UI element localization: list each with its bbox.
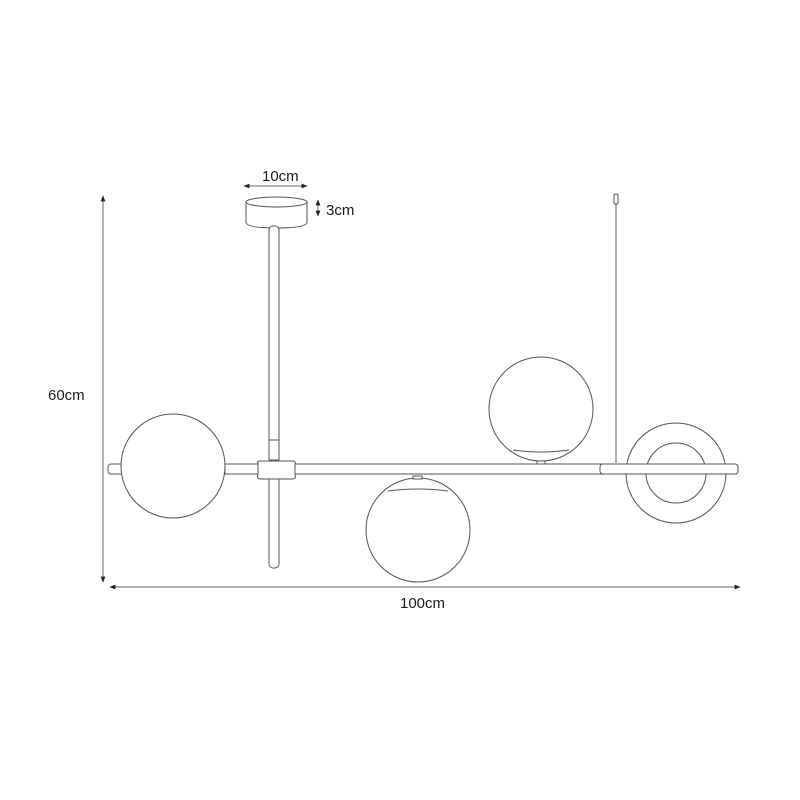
rod-segment [268,439,280,461]
central-joint [257,460,296,480]
globe-upper-right [488,356,594,465]
bar-right-end [599,463,739,475]
globe-left [120,413,226,519]
bar-segment [224,463,262,475]
canopy-width-label: 10cm [262,168,299,185]
globe-lower-center [365,475,471,583]
height-label: 60cm [48,387,85,404]
width-label: 100cm [400,595,445,612]
ceiling-canopy [245,196,308,229]
suspension-cable [613,193,619,463]
canopy-height-label: 3cm [326,202,354,219]
vertical-rod [268,225,280,569]
